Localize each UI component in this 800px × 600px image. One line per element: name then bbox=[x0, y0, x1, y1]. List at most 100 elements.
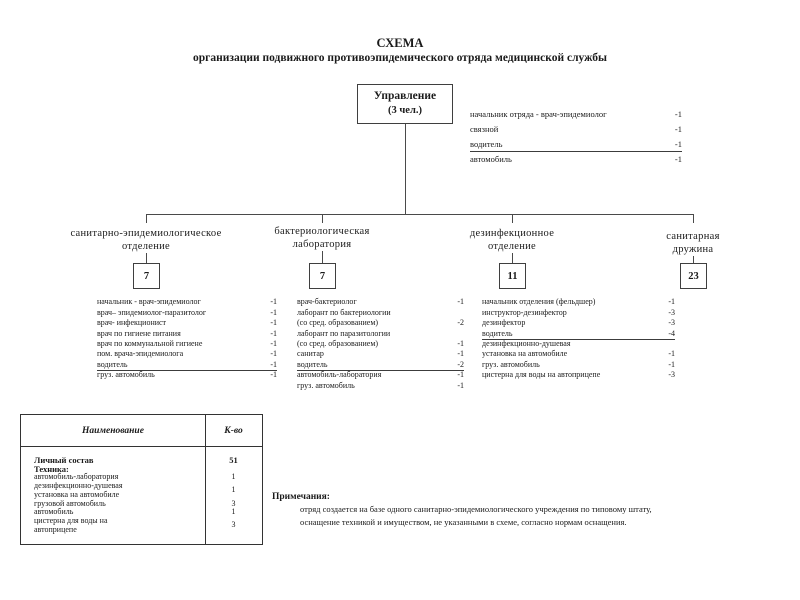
count-value: 7 bbox=[319, 270, 326, 282]
staff-row: (со сред. образованием) -2 bbox=[297, 318, 464, 328]
staff-row: санитар -1 bbox=[297, 349, 464, 359]
staff-row-label: установка на автомобиле bbox=[482, 349, 568, 359]
summary-table: Наименование К-во Личный состав 51 Техни… bbox=[20, 414, 263, 545]
staff-list-bacteriology: врач-бактериолог -1 лаборант по бактерио… bbox=[297, 297, 464, 391]
staff-row: дезинфекционно-душевая bbox=[482, 339, 675, 349]
staff-row-value: -1 bbox=[668, 359, 675, 369]
staff-row-value: -1 bbox=[270, 370, 277, 380]
connector-tick-branch-3 bbox=[512, 214, 513, 223]
staff-row: врач- инфекционист -1 bbox=[97, 318, 277, 328]
staff-row-value: -1 bbox=[674, 154, 682, 164]
staff-row-value: -1 bbox=[674, 124, 682, 134]
staff-row-value: -2 bbox=[457, 318, 464, 328]
staff-row-value: -1 bbox=[457, 338, 464, 348]
staff-row-label: врач-бактериолог bbox=[297, 297, 357, 307]
table-cell-name: автомобиль-лаборатория bbox=[34, 472, 119, 482]
staff-row: врач– эпидемиолог-паразитолог -1 bbox=[97, 307, 277, 317]
staff-row-label: санитар bbox=[297, 349, 324, 359]
table-row: цистерна для воды на автоприцепе 3 bbox=[21, 515, 262, 534]
staff-row-label: водитель bbox=[470, 139, 503, 149]
connector-tick-branch-1 bbox=[146, 214, 147, 223]
branch-label-line: дезинфекционное bbox=[469, 228, 555, 239]
staff-row-value: -4 bbox=[668, 328, 675, 338]
table-cell-name: цистерна для воды на автоприцепе bbox=[34, 515, 108, 534]
staff-row-value: -1 bbox=[270, 307, 277, 317]
staff-row-label: груз. автомобиль bbox=[97, 370, 155, 380]
connector-tick-branch-2 bbox=[322, 214, 323, 223]
branch-label-line: санитарная bbox=[666, 231, 720, 242]
staff-row: груз. автомобиль -1 bbox=[297, 380, 464, 390]
management-box: Управление (3 чел.) bbox=[357, 84, 453, 124]
staff-row-label: (со сред. образованием) bbox=[297, 318, 379, 328]
staff-row-value: -1 bbox=[270, 328, 277, 338]
staff-row-label: водитель bbox=[482, 328, 513, 338]
staff-row-label: автомобиль-лаборатория bbox=[297, 370, 382, 380]
count-box-disinfection: 11 bbox=[499, 263, 526, 289]
branch-label-line: отделение bbox=[487, 240, 537, 252]
staff-row-value: -2 bbox=[457, 359, 464, 369]
branch-label-line: лаборатория bbox=[292, 238, 352, 250]
staff-row-value: -1 bbox=[674, 139, 682, 149]
staff-row: пом. врача-эпидемиолога -1 bbox=[97, 349, 277, 359]
management-box-count: (3 чел.) bbox=[388, 105, 422, 116]
staff-row: начальник отряда - врач-эпидемиолог -1 bbox=[470, 106, 682, 121]
table-row: автомобиль-лаборатория 1 bbox=[21, 473, 262, 482]
table-cell-qty: 3 bbox=[231, 520, 236, 530]
staff-row-label: цистерна для воды на автоприцепе bbox=[482, 370, 601, 380]
table-row: дезинфекционно-душевая установка на авто… bbox=[21, 481, 262, 499]
staff-row-value: -1 bbox=[270, 338, 277, 348]
staff-row-label: лаборант по бактериологии bbox=[297, 307, 391, 317]
connector-stub-branch-3 bbox=[512, 253, 513, 263]
staff-row-value: -1 bbox=[270, 318, 277, 328]
staff-row-value: -1 bbox=[457, 370, 464, 380]
staff-row-label: начальник отделения (фельдшер) bbox=[482, 297, 596, 307]
connector-stub-branch-2 bbox=[322, 251, 323, 263]
count-box-sanitary-squad: 23 bbox=[680, 263, 707, 289]
staff-row: связной -1 bbox=[470, 121, 682, 136]
table-column-divider bbox=[205, 415, 206, 544]
staff-row: водитель -1 bbox=[97, 359, 277, 369]
staff-row: цистерна для воды на автоприцепе -3 bbox=[482, 370, 675, 380]
staff-row-label: начальник отряда - врач-эпидемиолог bbox=[470, 109, 607, 119]
table-cell-qty: 1 bbox=[231, 472, 236, 482]
branch-label-bacteriology: бактериологическая лаборатория bbox=[252, 226, 392, 251]
staff-row-label: груз. автомобиль bbox=[482, 359, 540, 369]
table-cell-qty: 1 bbox=[231, 507, 236, 517]
connector-tick-branch-4 bbox=[693, 214, 694, 223]
table-cell-name: Техника: bbox=[34, 463, 69, 474]
table-header-qty: К-во bbox=[224, 425, 243, 436]
table-cell-name: грузовой автомобиль bbox=[34, 498, 106, 508]
staff-row-value: -1 bbox=[270, 297, 277, 307]
staff-row-value: -1 bbox=[457, 297, 464, 307]
staff-row: врач-бактериолог -1 bbox=[297, 297, 464, 307]
connector-vertical-trunk bbox=[405, 124, 406, 214]
staff-row: установка на автомобиле -1 bbox=[482, 349, 675, 359]
staff-row-value: -1 bbox=[668, 349, 675, 359]
staff-row-value: -3 bbox=[668, 370, 675, 380]
staff-row-value: -1 bbox=[457, 349, 464, 359]
count-value: 7 bbox=[143, 270, 150, 282]
table-cell-name: дезинфекционно-душевая установка на авто… bbox=[34, 481, 123, 499]
staff-list-sanepi: начальник - врач-эпидемиолог -1 врач– эп… bbox=[97, 297, 277, 380]
connector-stub-branch-1 bbox=[146, 253, 147, 263]
branch-label-line: бактериологическая bbox=[274, 226, 370, 237]
staff-row-label: врач– эпидемиолог-паразитолог bbox=[97, 307, 207, 317]
staff-row-label: груз. автомобиль bbox=[297, 380, 355, 390]
table-row: Личный состав 51 bbox=[21, 456, 262, 465]
table-header-name: Наименование bbox=[82, 425, 144, 436]
title-line-2: организации подвижного противоэпидемичес… bbox=[192, 52, 608, 64]
staff-row-value: -1 bbox=[674, 109, 682, 119]
staff-row: начальник - врач-эпидемиолог -1 bbox=[97, 297, 277, 307]
staff-row-label: пом. врача-эпидемиолога bbox=[97, 349, 184, 359]
connector-horizontal-bar bbox=[146, 214, 693, 215]
branch-label-line: отделение bbox=[121, 240, 171, 252]
staff-row: груз. автомобиль -1 bbox=[482, 359, 675, 369]
title-line-1: СХЕМА bbox=[376, 36, 424, 50]
table-cell-name: Личный состав bbox=[34, 455, 94, 465]
staff-row-label: лаборант по паразитологии bbox=[297, 328, 391, 338]
staff-row: водитель -1 bbox=[470, 136, 682, 151]
staff-row-value: -1 bbox=[668, 297, 675, 307]
slide-title: СХЕМА организации подвижного противоэпид… bbox=[0, 36, 800, 66]
staff-row-label: врач- инфекционист bbox=[97, 318, 167, 328]
staff-row: груз. автомобиль -1 bbox=[97, 370, 277, 380]
